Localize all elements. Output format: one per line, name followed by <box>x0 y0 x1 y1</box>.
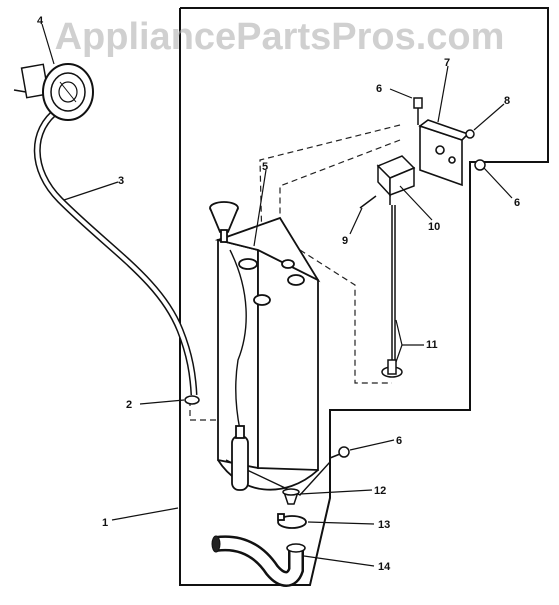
part-13-clamp <box>277 513 307 529</box>
callout-labels: 1 2 3 4 5 6 6 6 7 8 9 10 11 12 13 14 <box>37 15 520 573</box>
callout-2: 2 <box>126 399 132 411</box>
callout-14: 14 <box>378 561 391 573</box>
part-4-gauge <box>13 63 94 121</box>
part-14-elbow-hose <box>211 535 306 587</box>
part-7-bracket <box>418 119 470 187</box>
callout-4: 4 <box>37 15 44 27</box>
part-12-cap <box>282 488 300 505</box>
part-11-float-rod <box>381 205 403 378</box>
callout-11: 11 <box>426 339 438 351</box>
drain-hose <box>33 107 198 396</box>
callout-13: 13 <box>378 519 390 531</box>
callout-8: 8 <box>504 95 510 107</box>
callout-leaders <box>41 23 513 567</box>
part-2-clip <box>184 395 200 405</box>
callout-6-lower: 6 <box>396 435 402 447</box>
part-10-valve <box>376 155 416 205</box>
callout-3: 3 <box>118 175 124 187</box>
callout-12: 12 <box>374 485 386 497</box>
callout-5: 5 <box>262 161 268 173</box>
screws <box>329 97 486 459</box>
callout-7: 7 <box>444 57 450 69</box>
callout-6-top: 6 <box>376 83 382 95</box>
cabinet-outline <box>179 7 549 586</box>
part-5-reservoir <box>209 201 331 496</box>
callout-6-right: 6 <box>514 197 520 209</box>
callout-1: 1 <box>102 517 108 529</box>
callout-10: 10 <box>428 221 440 233</box>
callout-9: 9 <box>342 235 348 247</box>
